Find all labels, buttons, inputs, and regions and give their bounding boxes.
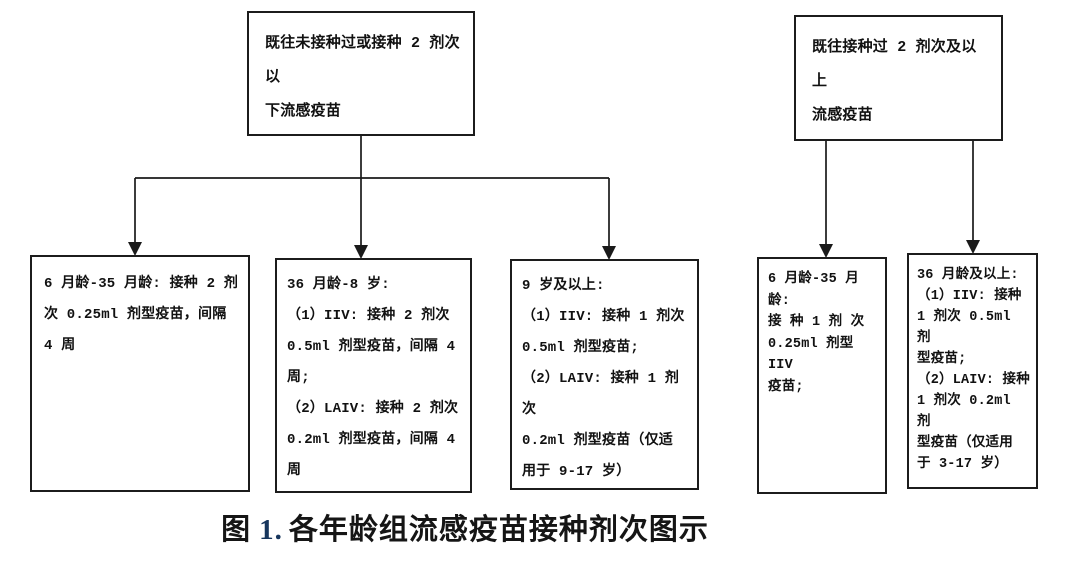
arrowhead-to-6-35m bbox=[128, 242, 142, 256]
node-text: 既往接种过 2 剂次及以上 流感疫苗 bbox=[812, 39, 977, 124]
figure-caption-label: 图 bbox=[221, 514, 252, 546]
node-age-9y-plus-naive: 9 岁及以上: （1）IIV: 接种 1 剂次 0.5ml 剂型疫苗; （2）L… bbox=[510, 259, 699, 490]
node-unvaccinated-or-under-2-doses: 既往未接种过或接种 2 剂次以 下流感疫苗 bbox=[247, 11, 475, 136]
arrowhead-to-9y bbox=[602, 246, 616, 260]
node-text: 36 月龄-8 岁: （1）IIV: 接种 2 剂次 0.5ml 剂型疫苗，间隔… bbox=[287, 277, 459, 479]
figure-caption-number: 1. bbox=[259, 514, 283, 546]
node-age-6-35-months-primed: 6 月龄-35 月龄: 接 种 1 剂 次 0.25ml 剂型 IIV 疫苗; bbox=[757, 257, 887, 494]
figure-caption-title: 各年龄组流感疫苗接种剂次图示 bbox=[288, 514, 709, 546]
node-text: 6 月龄-35 月龄: 接种 2 剂 次 0.25ml 剂型疫苗，间隔 4 周 bbox=[44, 276, 239, 354]
node-age-36m-plus-primed: 36 月龄及以上: （1）IIV: 接种 1 剂次 0.5ml 剂 型疫苗; （… bbox=[907, 253, 1038, 489]
node-age-36m-8y-naive: 36 月龄-8 岁: （1）IIV: 接种 2 剂次 0.5ml 剂型疫苗，间隔… bbox=[275, 258, 472, 493]
node-vaccinated-2-doses-or-more: 既往接种过 2 剂次及以上 流感疫苗 bbox=[794, 15, 1003, 141]
node-text: 6 月龄-35 月龄: 接 种 1 剂 次 0.25ml 剂型 IIV 疫苗; bbox=[768, 272, 865, 395]
arrowhead-to-36m-plus-primed bbox=[966, 240, 980, 254]
arrowhead-to-36m-8y bbox=[354, 245, 368, 259]
node-age-6-35-months-naive: 6 月龄-35 月龄: 接种 2 剂 次 0.25ml 剂型疫苗，间隔 4 周 bbox=[30, 255, 250, 492]
arrowhead-to-6-35m-primed bbox=[819, 244, 833, 258]
node-text: 36 月龄及以上: （1）IIV: 接种 1 剂次 0.5ml 剂 型疫苗; （… bbox=[917, 268, 1030, 472]
node-text: 9 岁及以上: （1）IIV: 接种 1 剂次 0.5ml 剂型疫苗; （2）L… bbox=[522, 278, 685, 480]
node-text: 既往未接种过或接种 2 剂次以 下流感疫苗 bbox=[265, 35, 460, 120]
